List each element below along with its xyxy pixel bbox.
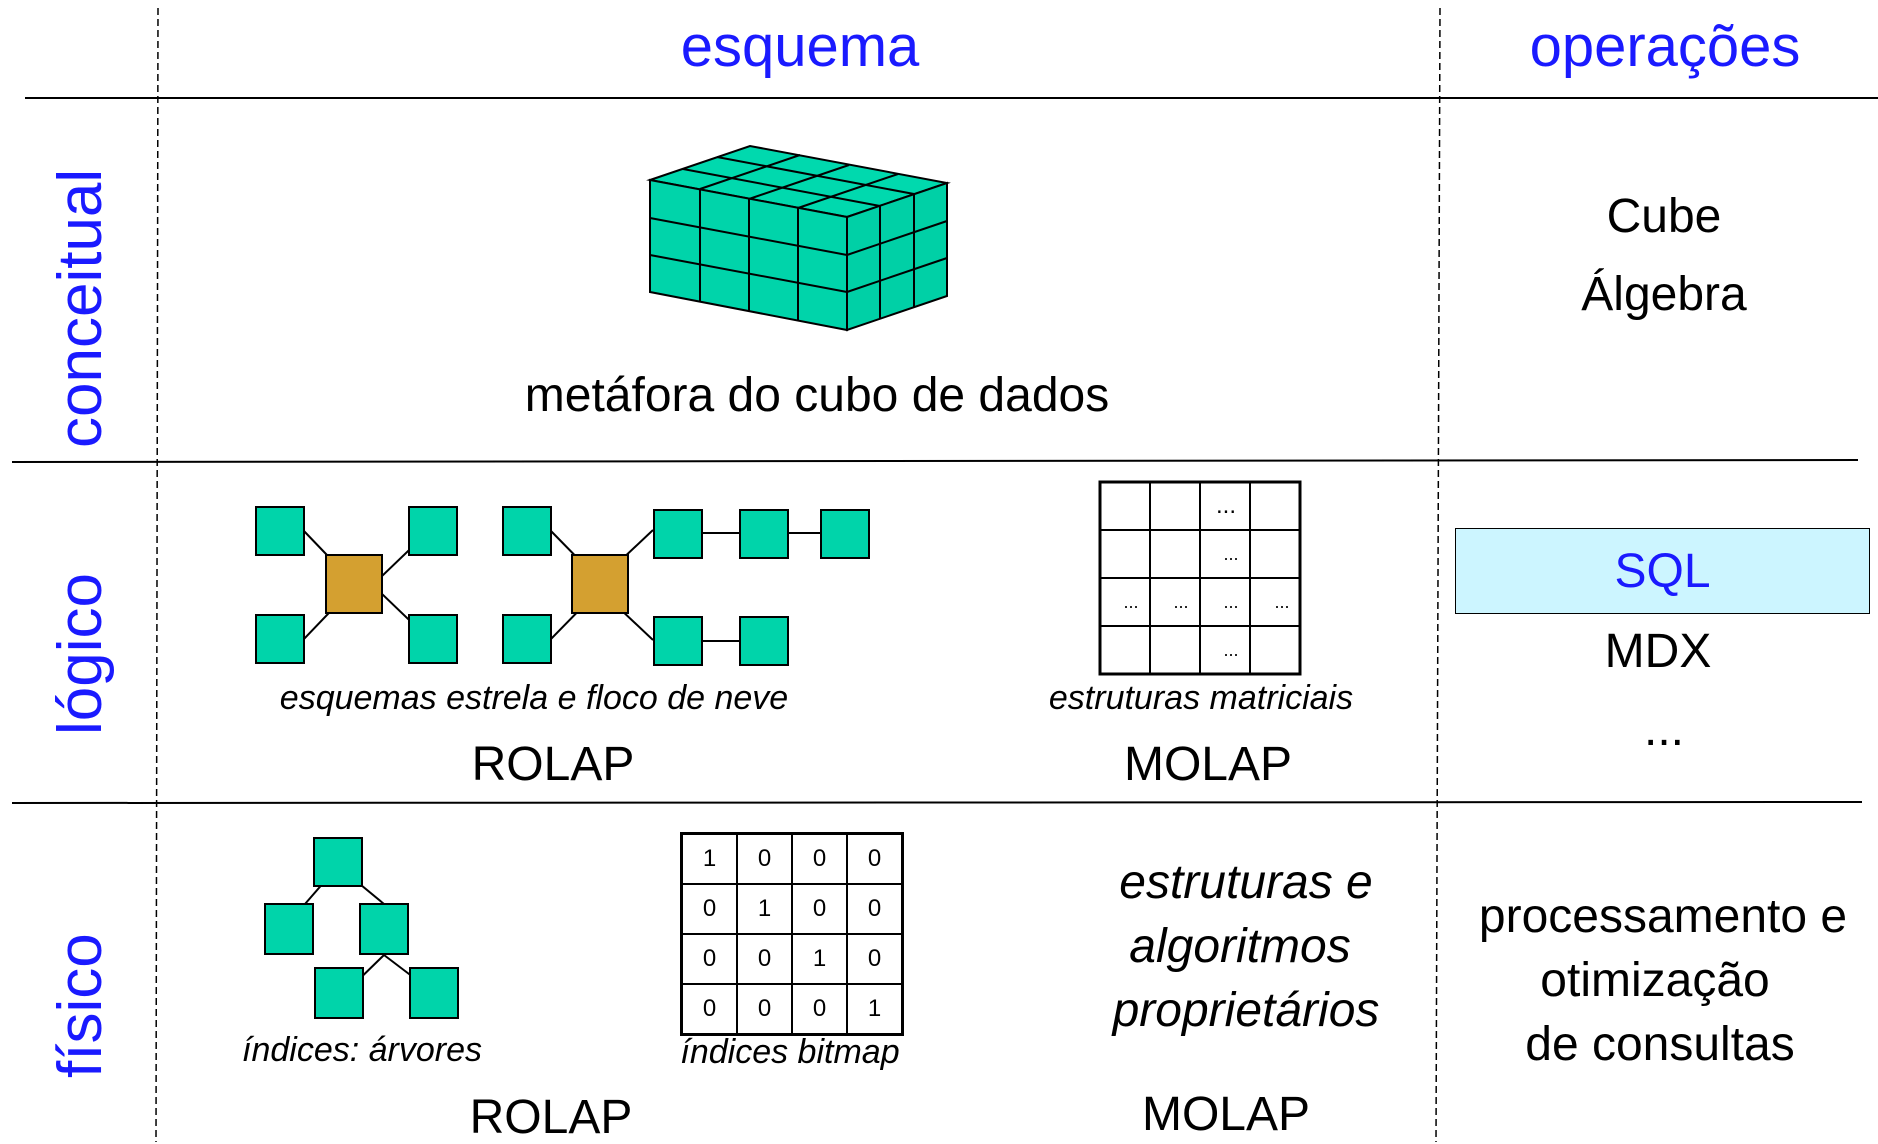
proprietary-line-2: algoritmos xyxy=(1129,920,1351,973)
logical-rolap-label: ROLAP xyxy=(471,738,635,791)
dimension-node xyxy=(653,509,703,559)
matrix-ellipsis: ... xyxy=(1274,592,1290,612)
algebra-operation-label: Álgebra xyxy=(1581,268,1747,321)
bitmap-cell: 0 xyxy=(680,983,738,1036)
dimension-node xyxy=(408,506,458,556)
bitmap-cell: 1 xyxy=(736,883,793,935)
proprietary-line-1: estruturas e xyxy=(1119,856,1373,909)
physical-rolap-label: ROLAP xyxy=(469,1091,633,1144)
physical-row-label: físico xyxy=(46,933,115,1078)
bitmap-cell: 0 xyxy=(846,933,904,985)
operations-column-header: operações xyxy=(1529,14,1801,79)
bitmap-cell: 0 xyxy=(736,983,793,1036)
logical-molap-label: MOLAP xyxy=(1123,738,1293,791)
label-column-separator xyxy=(155,7,159,1142)
bitmap-cell: 0 xyxy=(846,832,904,885)
physical-molap-label: MOLAP xyxy=(1141,1088,1311,1141)
snowflake-schema-icon xyxy=(502,506,870,666)
bitmap-cell: 0 xyxy=(736,832,793,885)
logical-physical-rule xyxy=(11,801,1863,804)
tree-node xyxy=(264,903,314,955)
matrix-ellipsis: ... xyxy=(1123,592,1139,612)
conceptual-logical-rule xyxy=(11,459,1859,463)
fact-table-node xyxy=(325,554,383,614)
bitmap-cell: 0 xyxy=(791,832,848,885)
bitmap-cell: 0 xyxy=(736,933,793,985)
matrix-ellipsis: ... xyxy=(1215,492,1237,519)
sql-label: SQL xyxy=(1614,544,1711,598)
cube-caption: metáfora do cubo de dados xyxy=(524,369,1110,422)
bitmap-cell: 1 xyxy=(791,933,848,985)
processing-line-3: de consultas xyxy=(1525,1018,1795,1071)
matrix-ellipsis: ... xyxy=(1223,544,1239,564)
dimension-node xyxy=(502,614,552,664)
star-schema-caption: esquemas estrela e floco de neve xyxy=(279,679,789,717)
dimension-node xyxy=(255,614,305,664)
conceptual-row-label: conceitual xyxy=(46,168,115,448)
tree-node xyxy=(409,967,459,1019)
dimension-node xyxy=(502,506,552,556)
bitmap-cell: 0 xyxy=(680,883,738,935)
tree-node xyxy=(313,837,363,887)
dimension-node xyxy=(653,616,703,666)
cube-operation-label: Cube xyxy=(1606,190,1722,243)
sql-box: SQL xyxy=(1455,528,1870,614)
data-cube-icon xyxy=(646,144,951,332)
star-schema-icon xyxy=(255,506,458,664)
tree-index-icon xyxy=(264,837,459,1019)
matrix-structure-icon xyxy=(1098,480,1302,676)
matrix-ellipsis: ... xyxy=(1173,592,1189,612)
dimension-node xyxy=(408,614,458,664)
matrix-ellipsis: ... xyxy=(1223,592,1239,612)
processing-line-1: processamento e xyxy=(1478,890,1848,943)
dimension-node xyxy=(739,509,789,559)
dimension-node xyxy=(255,506,305,556)
operations-column-separator xyxy=(1435,7,1441,1142)
bitmap-cell: 1 xyxy=(680,832,738,885)
dimension-node xyxy=(739,616,789,666)
bitmap-cell: 0 xyxy=(680,933,738,985)
matrix-caption: estruturas matriciais xyxy=(1048,679,1354,717)
bitmap-cell: 1 xyxy=(846,983,904,1036)
mdx-label: MDX xyxy=(1604,625,1712,678)
schema-column-header: esquema xyxy=(680,14,920,79)
processing-line-2: otimização xyxy=(1540,954,1770,1007)
matrix-ellipsis: ... xyxy=(1223,640,1239,660)
logical-row-label: lógico xyxy=(46,573,115,735)
tree-node xyxy=(359,903,409,955)
bitmap-cell: 0 xyxy=(846,883,904,935)
dimension-node xyxy=(820,509,870,559)
bitmap-cell: 0 xyxy=(791,883,848,935)
tree-node xyxy=(314,967,364,1019)
fact-table-node xyxy=(571,554,629,614)
more-operations-label: ... xyxy=(1643,703,1685,756)
tree-index-caption: índices: árvores xyxy=(242,1031,482,1069)
bitmap-cell: 0 xyxy=(791,983,848,1036)
bitmap-index-caption: índices bitmap xyxy=(680,1033,900,1071)
proprietary-line-3: proprietários xyxy=(1112,984,1380,1037)
